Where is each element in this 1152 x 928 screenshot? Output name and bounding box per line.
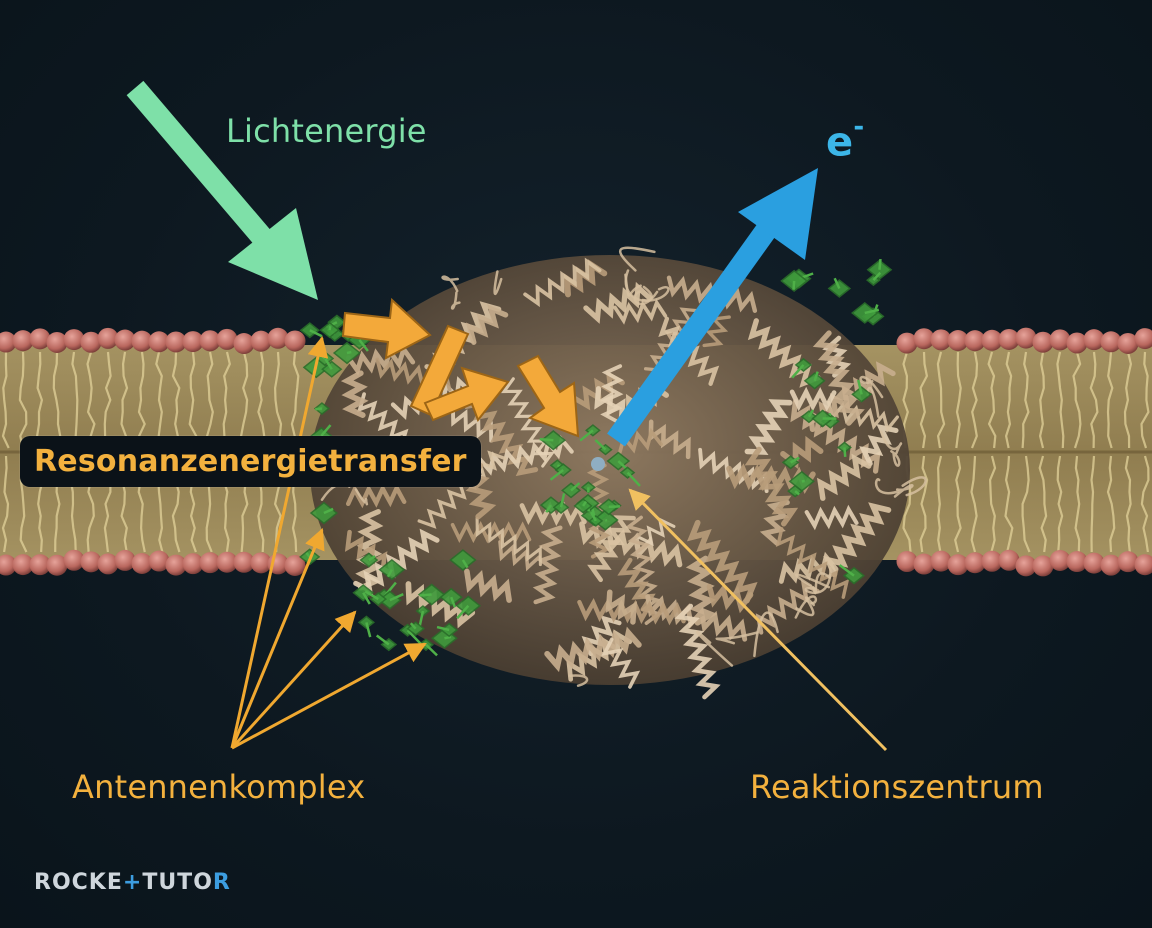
brand-logo: ROCKE+TUTOR (34, 870, 231, 895)
electron-label: e- (826, 112, 864, 166)
pointer-arrow-icon (230, 335, 329, 749)
electron-charge: - (853, 112, 865, 142)
pointer-arrow-icon (628, 488, 888, 752)
logo-part-2: TUTO (142, 870, 213, 895)
logo-plus: + (122, 870, 143, 895)
reaction-center-label: Reaktionszentrum (750, 768, 1044, 806)
resonance-transfer-arrow-icon (516, 354, 580, 438)
pointer-arrow-icon (230, 610, 357, 750)
chlorophyll-pigments (299, 258, 893, 657)
resonance-transfer-arrow-icon (341, 297, 432, 360)
electron-symbol: e (826, 119, 854, 166)
light-energy-label: Lichtenergie (226, 112, 427, 150)
resonance-transfer-arrow-icon (423, 366, 510, 423)
pointer-arrow-icon (231, 642, 427, 750)
resonance-transfer-arrows (341, 297, 580, 438)
reaction-center-core-icon (591, 457, 605, 471)
pointer-arrow-icon (230, 528, 325, 749)
logo-part-1: ROCKE (34, 870, 123, 895)
electron-arrow-icon (607, 168, 818, 447)
antenna-complex-label: Antennenkomplex (72, 768, 366, 806)
light-energy-arrow-icon (126, 80, 318, 300)
logo-part-3: R (212, 870, 231, 895)
antenna-pointer-arrows (230, 335, 427, 750)
resonance-transfer-label: Resonanzenergietransfer (20, 436, 481, 487)
